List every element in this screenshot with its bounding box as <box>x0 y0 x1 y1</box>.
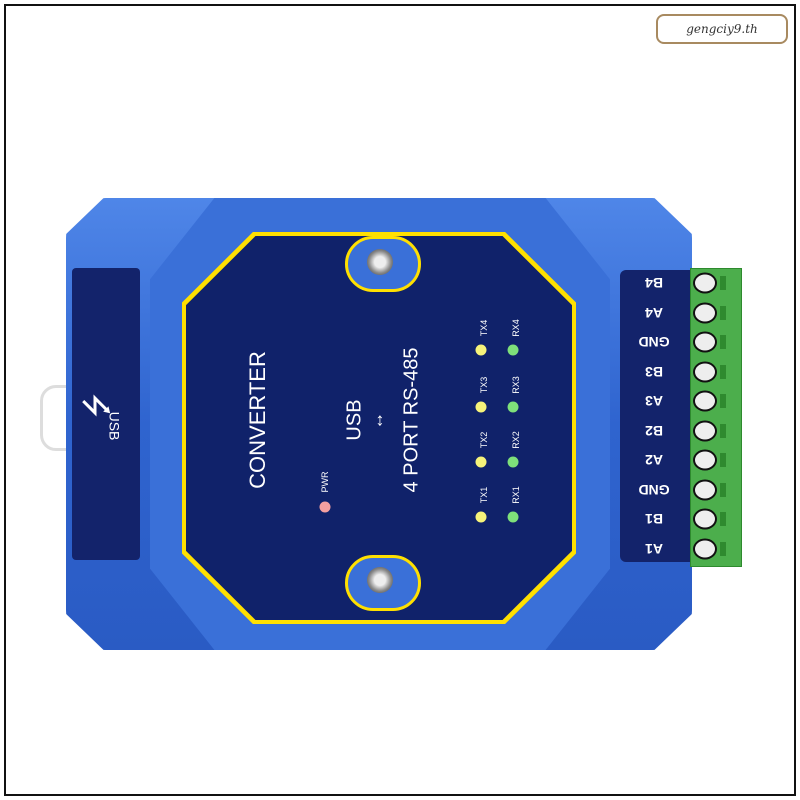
terminal-screw-icon[interactable] <box>693 479 717 500</box>
led-tx3 <box>475 401 487 413</box>
terminal-label-panel <box>620 270 690 562</box>
converter-title: CONVERTER <box>245 351 270 489</box>
terminal-label: B4 <box>645 275 663 291</box>
image-frame <box>4 4 796 796</box>
led-label-rx4: RX4 <box>511 319 521 337</box>
led-tx2 <box>475 456 487 468</box>
watermark: gengciy9.th <box>656 14 788 44</box>
terminal-slot <box>720 364 726 379</box>
led-label-tx2: TX2 <box>479 431 489 449</box>
led-label-rx3: RX3 <box>511 376 521 394</box>
led-rx4 <box>507 344 519 356</box>
watermark-text: gengciy9.th <box>686 22 758 36</box>
terminal-slot <box>720 394 726 408</box>
terminal-slot <box>720 512 726 526</box>
terminal-screw-icon[interactable] <box>693 331 717 353</box>
terminal-screw-icon[interactable] <box>693 302 717 323</box>
terminal-label: GND <box>638 334 670 350</box>
terminal-screw-icon[interactable] <box>693 361 717 382</box>
bottom-screw-icon <box>367 567 393 593</box>
terminal-label: B3 <box>645 363 663 380</box>
terminal-label: A2 <box>645 452 663 468</box>
terminal-slot <box>720 453 726 467</box>
top-screw-icon <box>367 249 393 275</box>
usb-port-label: USB <box>106 411 123 441</box>
terminal-label: A1 <box>645 540 663 557</box>
terminal-label: A4 <box>645 304 663 321</box>
usb-title: USB <box>343 399 366 441</box>
led-rx1 <box>507 511 519 523</box>
terminal-screw-icon[interactable] <box>693 390 717 412</box>
terminal-label: GND <box>638 481 670 498</box>
terminal-screw-icon[interactable] <box>693 508 717 530</box>
led-label-tx3: TX3 <box>479 376 489 394</box>
terminal-slot <box>720 276 726 290</box>
led-rx2 <box>507 456 519 468</box>
led-label-tx4: TX4 <box>479 319 489 337</box>
terminal-screw-icon[interactable] <box>693 272 717 294</box>
terminal-screw-icon[interactable] <box>693 449 717 471</box>
terminal-slot <box>720 423 726 438</box>
terminal-label: B2 <box>645 422 663 439</box>
terminal-label: A3 <box>645 393 663 409</box>
pwr-label: PWR <box>320 471 330 493</box>
terminal-label: B1 <box>645 511 663 527</box>
terminal-slot <box>720 335 726 349</box>
terminal-slot <box>720 305 726 320</box>
terminal-slot <box>720 541 726 556</box>
led-rx3 <box>507 401 519 413</box>
pwr-led <box>319 501 331 513</box>
led-tx4 <box>475 344 487 356</box>
terminal-screw-icon[interactable] <box>693 420 717 441</box>
led-tx1 <box>475 511 487 523</box>
usb-panel <box>72 268 140 560</box>
led-label-rx2: RX2 <box>511 431 521 449</box>
led-label-tx1: TX1 <box>479 486 489 504</box>
terminal-screw-icon[interactable] <box>693 538 717 559</box>
terminal-slot <box>720 482 726 497</box>
arrow-icon: ↕ <box>375 409 385 430</box>
led-label-rx1: RX1 <box>511 486 521 504</box>
top-mount-boss <box>345 236 421 292</box>
rs485-title: 4 PORT RS-485 <box>400 347 423 493</box>
